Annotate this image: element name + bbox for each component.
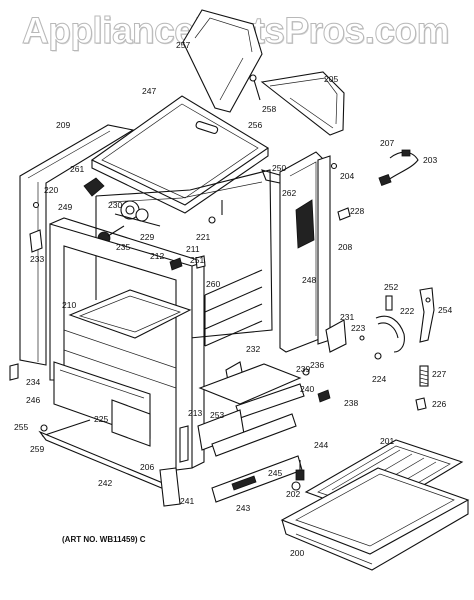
part-label-242: 242 — [98, 478, 112, 488]
part-labels: 257 247 258 205 209 256 261 250 204 207 203 220 230 2… — [14, 40, 452, 558]
part-225-plate — [111, 399, 151, 447]
part-label-204: 204 — [340, 171, 354, 181]
part-label-260: 260 — [206, 279, 220, 289]
oven-floor-panel — [68, 289, 192, 339]
part-248-right-side — [279, 151, 323, 353]
part-258-screw — [249, 74, 261, 101]
art-number: (ART NO. WB11459) C — [62, 535, 146, 544]
part-205-control-bracket — [260, 71, 345, 136]
part-label-252: 252 — [384, 282, 398, 292]
part-label-225: 225 — [94, 414, 108, 424]
part-label-213: 213 — [188, 408, 202, 418]
part-247-cooktop — [90, 95, 270, 214]
part-label-207: 207 — [380, 138, 394, 148]
part-204-screw — [330, 162, 338, 170]
part-233-bracket — [29, 229, 43, 253]
part-239-bottom-panel — [198, 363, 302, 405]
part-label-258: 258 — [262, 104, 276, 114]
part-236-screw — [302, 368, 310, 376]
part-label-241: 241 — [180, 496, 194, 506]
part-label-255: 255 — [14, 422, 28, 432]
part-label-238: 238 — [344, 398, 358, 408]
part-label-231: 231 — [340, 312, 354, 322]
part-label-201: 201 — [380, 436, 394, 446]
part-label-224: 224 — [372, 374, 386, 384]
part-label-261: 261 — [70, 164, 84, 174]
part-label-228: 228 — [350, 206, 364, 216]
part-label-247: 247 — [142, 86, 156, 96]
part-label-205: 205 — [324, 74, 338, 84]
part-label-229: 229 — [140, 232, 154, 242]
part-label-222: 222 — [400, 306, 414, 316]
part-label-221: 221 — [196, 232, 210, 242]
part-label-211: 211 — [186, 244, 200, 254]
part-209-left-side — [19, 124, 135, 366]
part-261-bracket — [83, 177, 105, 197]
part-227-spring — [419, 365, 429, 387]
part-label-202: 202 — [286, 489, 300, 499]
part-label-232: 232 — [246, 344, 260, 354]
part-254-hinge-arm — [419, 287, 435, 343]
part-260-rack-rails — [204, 269, 263, 347]
part-251-clip — [195, 255, 206, 269]
part-label-235: 235 — [116, 242, 130, 252]
part-label-210: 210 — [62, 300, 76, 310]
part-220-screw — [32, 201, 40, 209]
part-212-clip — [169, 257, 183, 271]
part-label-262: 262 — [282, 188, 296, 198]
part-label-248: 248 — [302, 275, 316, 285]
part-257-back-panel — [182, 9, 263, 113]
part-222-hinge — [359, 295, 405, 360]
part-244-bracket — [211, 413, 297, 457]
part-202-leveler — [291, 481, 301, 491]
part-label-212: 212 — [150, 251, 164, 261]
part-231-bracket — [325, 319, 347, 353]
part-245-leveler — [295, 460, 305, 481]
part-label-254: 254 — [438, 305, 452, 315]
part-label-208: 208 — [338, 242, 352, 252]
part-label-240: 240 — [300, 384, 314, 394]
part-label-234: 234 — [26, 377, 40, 387]
part-label-243: 243 — [236, 503, 250, 513]
part-238-clip — [317, 389, 331, 403]
part-label-230: 230 — [108, 200, 122, 210]
part-label-200: 200 — [290, 548, 304, 558]
part-label-245: 245 — [268, 468, 282, 478]
part-label-256: 256 — [248, 120, 262, 130]
part-label-226: 226 — [432, 399, 446, 409]
part-226-clip — [415, 397, 427, 411]
part-241-kick — [159, 467, 181, 507]
part-label-236: 236 — [310, 360, 324, 370]
part-label-257: 257 — [176, 40, 190, 50]
part-label-209: 209 — [56, 120, 70, 130]
part-label-249: 249 — [58, 202, 72, 212]
part-label-244: 244 — [314, 440, 328, 450]
part-label-251: 251 — [190, 255, 204, 265]
part-259-rod — [41, 419, 91, 437]
part-255-screw — [40, 424, 48, 432]
part-label-246: 246 — [26, 395, 40, 405]
part-label-227: 227 — [432, 369, 446, 379]
part-label-250: 250 — [272, 163, 286, 173]
part-label-239: 239 — [296, 364, 310, 374]
part-label-223: 223 — [351, 323, 365, 333]
part-200-oven-rack — [280, 467, 470, 571]
part-label-220: 220 — [44, 185, 58, 195]
part-label-233: 233 — [30, 254, 44, 264]
part-label-253: 253 — [210, 410, 224, 420]
part-203-wire-harness — [378, 149, 419, 186]
part-label-259: 259 — [30, 444, 44, 454]
part-label-206: 206 — [140, 462, 154, 472]
part-228-clip — [337, 207, 351, 221]
part-213-bracket — [179, 425, 189, 463]
part-label-203: 203 — [423, 155, 437, 165]
part-229-burner-assembly — [114, 200, 161, 227]
part-208-side-trim — [317, 155, 331, 345]
part-234-clip — [9, 363, 19, 381]
